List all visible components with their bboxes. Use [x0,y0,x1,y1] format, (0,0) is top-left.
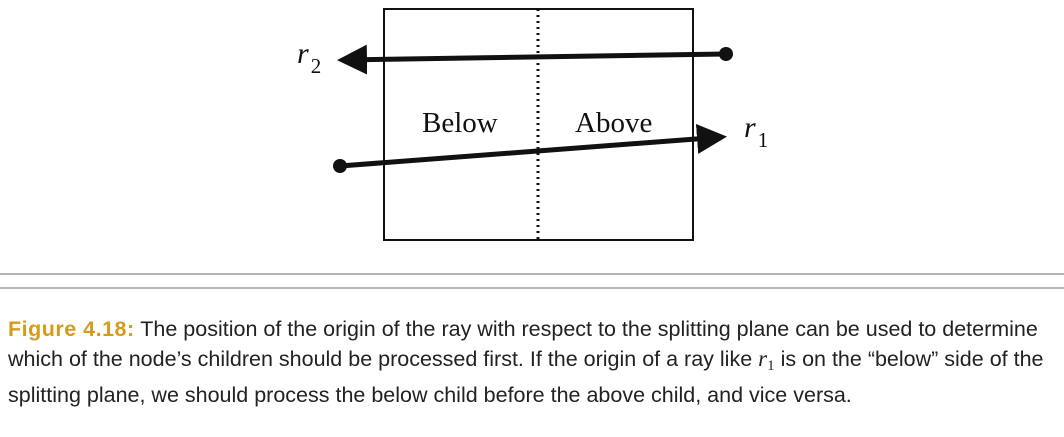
caption-text-part2: is on the “below” side of the splitting … [8,347,1044,407]
below-region-label: Below [422,107,498,139]
figure-number-label: Figure 4.18: [8,317,135,341]
caption-text-part1: The position of the origin of the ray wi… [8,317,1038,371]
ray-r2-origin [719,47,733,61]
ray-r1-origin [333,159,347,173]
caption-ray-subscript: 1 [767,358,775,374]
ray-r2-line [337,44,727,75]
kd-tree-split-diagram: Below Above r2 r1 [297,8,768,241]
ray-r1-subscript: 1 [758,128,769,152]
ray-r1-label: r1 [744,111,768,152]
ray-r1-line [339,123,727,169]
caption-rule-bottom [0,287,1064,289]
ray-r2-label: r2 [297,37,321,78]
above-region-label: Above [575,107,652,139]
ray-r2-subscript: 2 [311,54,322,78]
ray-r1-symbol: r [744,111,756,144]
caption-rule-top [0,273,1064,275]
caption-ray-symbol: r [758,346,768,371]
ray-r2-symbol: r [297,37,309,70]
figure-caption: Figure 4.18: The position of the origin … [8,315,1062,410]
